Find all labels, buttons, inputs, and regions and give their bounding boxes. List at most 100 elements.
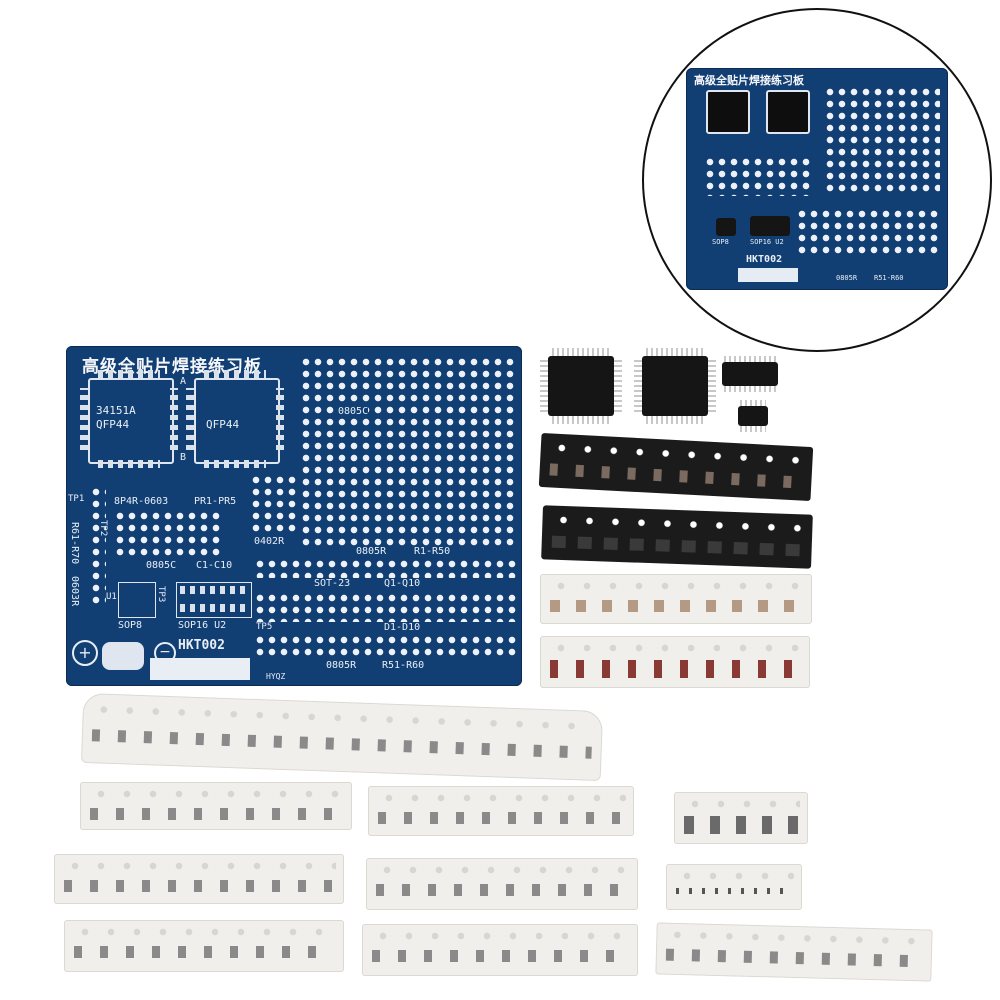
tape-components (74, 946, 334, 958)
tape-holes (370, 932, 630, 940)
tape-components (551, 535, 802, 557)
inset-pad-grid-3 (796, 208, 942, 256)
label-0805r: 0805R (356, 546, 387, 557)
tape-components (372, 950, 628, 962)
tape-holes (682, 800, 800, 808)
sop8-chip-leads-top (740, 400, 766, 406)
label-sop16: SOP16 U2 (178, 620, 227, 631)
tape-holes (62, 862, 336, 870)
black-component-tape-1 (538, 432, 814, 502)
tape-components (91, 729, 592, 759)
tape-components (684, 816, 798, 834)
qfp-b-pads-right (276, 388, 284, 450)
resistor-tape-row3-a (54, 854, 344, 904)
qfp-a-pads-top (98, 370, 160, 378)
label-hyqz: HYQZ (266, 672, 286, 681)
blank-marking-area (150, 658, 250, 680)
tape-holes (664, 930, 925, 946)
diode-pads (254, 592, 516, 622)
tape-components (676, 888, 792, 894)
practice-pcb: 高级全贴片焊接练习板 34151A QFP44 QFP44 A B 0805C … (66, 346, 522, 686)
qfp-a-label: 34151A QFP44 (96, 404, 136, 431)
bottom-pads (254, 634, 516, 658)
label-0805r-bottom: 0805R (326, 660, 357, 671)
tape-components (90, 808, 342, 820)
sop8-footprint (118, 582, 156, 618)
tape-holes (548, 644, 802, 652)
label-8p4r: 8P4R-0603 (114, 496, 169, 507)
plus-terminal: + (72, 640, 98, 666)
resistor-tape-row2-a (80, 782, 352, 830)
qfp44-chip-1 (548, 356, 614, 416)
qfp-b-pads-top (204, 370, 266, 378)
tape-components (378, 812, 624, 824)
model-label: HKT002 (178, 638, 225, 653)
tape-holes (548, 443, 805, 465)
tape-holes (376, 794, 626, 802)
left-pad-column (90, 486, 106, 608)
label-q1-q10: Q1-Q10 (384, 578, 421, 589)
tape-holes (550, 515, 805, 533)
label-r1-r50: R1-R50 (414, 546, 451, 557)
sop8-chip (738, 406, 768, 426)
qfp44-chip-1-leads-top (552, 348, 610, 356)
label-tp1: TP1 (68, 494, 85, 504)
white-tape-diodes (540, 636, 810, 688)
label-u1: U1 (106, 592, 117, 602)
label-r51-r60: R51-R60 (382, 660, 425, 671)
tape-components (376, 884, 628, 896)
inset-qfp-b (766, 90, 810, 134)
tape-components (64, 880, 334, 892)
inset-pcb: 高级全贴片焊接练习板 SOP8 SOP16 U2 HKT002 0805R R5… (686, 68, 948, 290)
label-c1-c10: C1-C10 (196, 560, 233, 571)
label-d1-d10: D1-D10 (384, 622, 421, 633)
qfp44-chip-2-leads-top (646, 348, 704, 356)
resistor-tape-row2-b (368, 786, 634, 836)
sot23-pads (254, 558, 516, 578)
label-tp5: TP5 (256, 622, 273, 632)
label-0805c: 0805C (146, 560, 177, 571)
qfp44-chip-2-leads-right (708, 360, 716, 412)
sop16-pads (180, 586, 246, 594)
label-0603r: 0603R (69, 576, 80, 607)
inset-label-sop16: SOP16 U2 (750, 238, 784, 246)
resistor-tape-row4-b (362, 924, 638, 976)
label-tp2: TP2 (98, 520, 108, 537)
qfp-b-label: QFP44 (206, 418, 240, 431)
sop16-pads-b (180, 604, 246, 612)
tape-components (550, 660, 800, 678)
label-0402r: 0402R (254, 536, 285, 547)
inset-qfp-a (706, 90, 750, 134)
tape-components (665, 948, 922, 968)
qfp44-chip-1-leads-left (540, 360, 548, 412)
label-a: A (180, 376, 187, 387)
qfp44-chip-2 (642, 356, 708, 416)
long-resistor-tape (80, 692, 604, 782)
resistor-tape-row2-c (674, 792, 808, 844)
resistor-tape-row4-a (64, 920, 344, 972)
small-0402-tape (666, 864, 802, 910)
inset-white-block (738, 268, 798, 282)
tape-components (549, 463, 802, 489)
label-sop8: SOP8 (118, 620, 143, 631)
resistor-pad-grid (300, 356, 514, 548)
magnified-inset: 高级全贴片焊接练习板 SOP8 SOP16 U2 HKT002 0805R R5… (642, 8, 992, 352)
sop16-chip-leads-top (724, 356, 776, 362)
resistor-tape-row3-b (366, 858, 638, 910)
qfp-a-pads-bottom (98, 460, 160, 468)
tape-holes (548, 582, 804, 590)
sop8-chip-leads-bottom (740, 426, 766, 432)
sop16-chip-leads-bottom (724, 386, 776, 392)
label-tp3: TP3 (156, 586, 166, 603)
tape-holes (88, 790, 344, 798)
tape-holes (72, 928, 336, 936)
sop16-footprint (176, 582, 252, 618)
inset-label-sop8: SOP8 (712, 238, 729, 246)
white-tape-capacitors (540, 574, 812, 624)
label-pr1-pr5: PR1-PR5 (194, 496, 237, 507)
tape-holes (90, 705, 595, 731)
label-0805c-top: 0805C (338, 406, 369, 417)
qfp44-chip-1-leads-bottom (552, 416, 610, 424)
inset-label-0805r: 0805R (836, 274, 858, 282)
tape-holes (674, 872, 794, 880)
